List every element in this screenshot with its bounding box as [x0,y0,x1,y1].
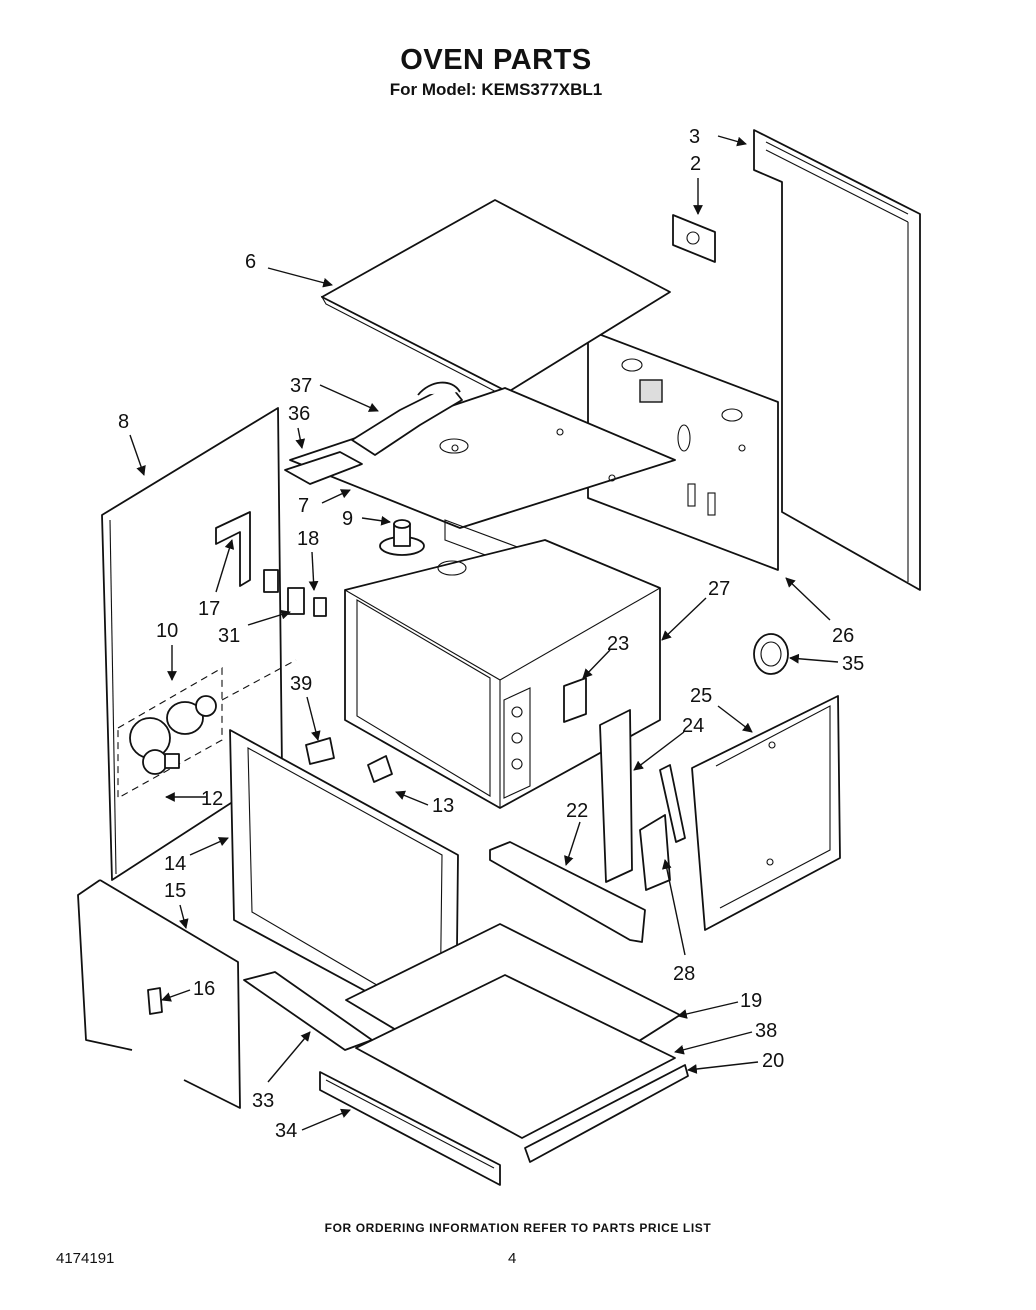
callout-10: 10 [156,620,178,642]
ordering-note: FOR ORDERING INFORMATION REFER TO PARTS … [324,1221,712,1235]
callout-37: 35 [842,653,864,675]
part-34-grille [319,1071,501,1186]
part-22-rail [489,841,646,943]
part-37-ring [753,633,789,675]
callout-35: 36 [288,403,310,425]
part-31-switch [287,587,305,615]
callout-20: 20 [762,1050,784,1072]
part-2-bracket [672,214,716,263]
callout-18: 18 [297,528,319,550]
part-33-bracket [243,971,373,1051]
part-39-clip [305,737,335,765]
part-16-clip [147,987,163,1015]
callout-15: 15 [164,880,186,902]
part-35-vent [284,451,363,485]
part-24-bracket [599,709,633,883]
callout-31: 31 [218,625,240,647]
callout-19: 19 [740,990,762,1012]
callout-33: 33 [252,1090,274,1112]
callout-22: 22 [566,800,588,822]
callout-13: 13 [432,795,454,817]
part-28-hinge [639,764,686,891]
part-23-bracket [563,677,587,723]
callout-14: 14 [164,853,186,875]
part-9-sensor [379,519,425,556]
callout-7: 7 [298,495,309,517]
callout-16: 16 [193,978,215,1000]
part-20-rail [524,1064,689,1163]
callout-34: 34 [275,1120,297,1142]
model-subtitle: For Model: KEMS377XBL1 [389,80,603,99]
callout-38: 38 [755,1020,777,1042]
callout-27: 27 [708,578,730,600]
callout-39: 39 [290,673,312,695]
callout-26: 26 [832,625,854,647]
callout-36: 37 [290,375,312,397]
callout-2: 2 [690,153,701,175]
callout-3: 3 [689,126,700,148]
part-27-oven-cavity [344,539,661,809]
page-number: 4 [508,1250,517,1267]
callout-23: 23 [607,633,629,655]
callout-6: 6 [245,251,256,273]
part-18-switch [263,569,327,617]
callout-9: 9 [342,508,353,530]
part-15-gasket [77,879,241,1109]
part-36-duct [351,381,469,456]
page-title: OVEN PARTS [400,44,592,76]
callout-leaders [129,135,839,1131]
callout-25: 25 [690,685,712,707]
part-3-rear-panel [753,129,921,591]
part-13-clip [367,755,393,783]
document-number: 4174191 [56,1250,115,1267]
callout-17: 17 [198,598,220,620]
callout-labels: 3 2 6 37 36 7 8 9 18 17 31 10 39 12 13 1… [118,126,864,1142]
callout-12: 12 [201,788,223,810]
part-12-bulb [142,749,180,775]
part-17-bracket [215,511,251,587]
part-25-side-panel [691,695,841,931]
callout-24: 24 [682,715,704,737]
callout-8: 8 [118,411,129,433]
callout-28: 28 [673,963,695,985]
part-38-plate [355,974,676,1139]
